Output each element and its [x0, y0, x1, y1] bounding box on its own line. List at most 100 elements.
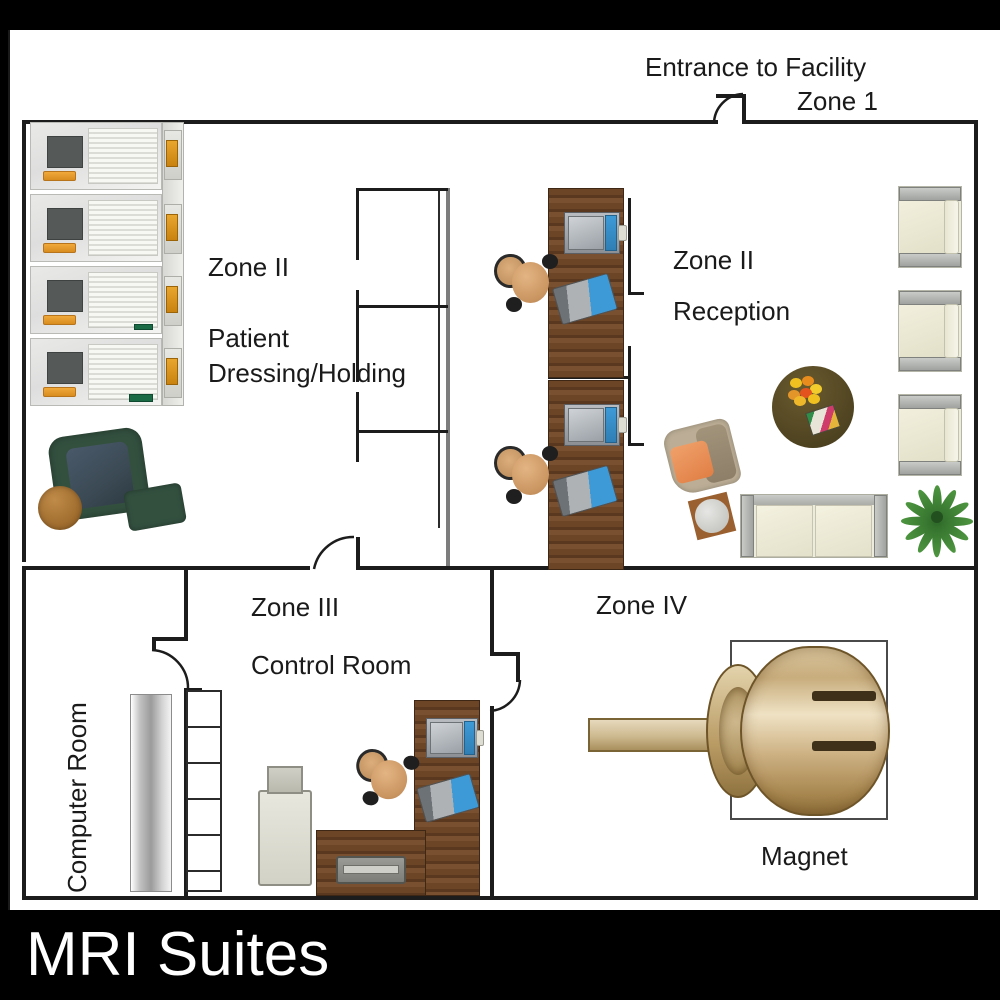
chair-frame-bottom — [899, 252, 961, 267]
bed-stool — [42, 242, 77, 254]
person-arm — [541, 446, 558, 461]
wall-computer-room-jamb-top — [152, 637, 188, 641]
patient-bed-icon — [30, 122, 162, 190]
wall-left-outer-lower — [22, 566, 26, 900]
wall-top-right — [742, 120, 978, 124]
wall-cubicle-divider-3 — [356, 392, 359, 462]
reception-workstation-2 — [486, 380, 636, 570]
sofa-backrest — [754, 495, 874, 505]
door-swing-magnet — [488, 678, 524, 714]
patient-bed-icon — [30, 266, 162, 334]
flower-petal — [788, 390, 800, 401]
monitor-stand — [617, 417, 627, 433]
label-entrance-to-facility: Entrance to Facility — [645, 52, 867, 82]
flower-petal — [808, 394, 820, 405]
label-computer-room: Computer Room — [62, 702, 92, 893]
locker-shelf — [164, 348, 182, 398]
rack-shelf — [188, 834, 220, 836]
wall-reception-alcove-top-tab — [628, 292, 644, 295]
title-bar: MRI Suites — [0, 910, 1000, 1000]
bed-stool — [42, 386, 77, 398]
flower-petal — [794, 396, 806, 407]
sofa-seat-cushion — [755, 504, 813, 557]
sofa-seat-cushion — [815, 504, 873, 557]
label-zone-2-reception: Zone II — [673, 245, 754, 275]
flower-petal — [790, 378, 802, 389]
wall-reception-alcove-bottom — [628, 346, 631, 446]
monitor-icon — [426, 718, 484, 758]
control-room-workstation — [316, 700, 496, 900]
equipment-rack-icon — [186, 690, 222, 892]
chair-backrest — [944, 407, 960, 463]
wall-zone3-door-jamb — [356, 537, 360, 570]
cubicle-side-column — [162, 122, 184, 406]
waiting-chair-icon — [898, 290, 962, 372]
person-arm — [506, 489, 523, 504]
rack-shelf — [188, 762, 220, 764]
patient-bed-icon — [30, 338, 162, 406]
chair-cushion — [900, 409, 945, 461]
door-swing-zone3 — [312, 535, 358, 571]
label-patient-dressing-line2: Dressing/Holding — [208, 358, 406, 388]
flower-petal — [802, 376, 814, 387]
wall-reception-alcove-bottom-tab — [628, 443, 644, 446]
door-swing-computer-room — [150, 648, 192, 692]
locker-amber — [165, 139, 179, 168]
label-zone-1: Zone 1 — [797, 86, 878, 116]
palm-center — [930, 510, 944, 524]
waiting-chair-icon — [898, 394, 962, 476]
printer-tray — [343, 865, 399, 874]
locker-amber — [165, 285, 179, 314]
palm-leaf — [937, 517, 973, 526]
patient-dressing-cubicle-group — [26, 118, 186, 408]
monitor-stand — [617, 225, 627, 241]
wall-control-magnet-lower — [490, 706, 494, 900]
monitor-stand — [476, 730, 484, 746]
wall-mid-horizontal-right — [358, 566, 978, 570]
monitor-screen — [568, 216, 604, 250]
wall-control-magnet-upper — [490, 566, 494, 656]
label-zone-2-dressing: Zone II — [208, 252, 289, 282]
person-head — [511, 261, 549, 303]
wall-control-magnet-jamb — [490, 652, 520, 656]
magnet-stripe — [812, 691, 877, 702]
wall-dressing-reception-outer — [446, 188, 450, 566]
wall-computer-room-jamb-left — [152, 637, 156, 651]
chair-frame-top — [899, 291, 961, 306]
monitor-side-panel — [464, 721, 475, 755]
monitor-icon — [564, 404, 627, 446]
equipment-cabinet-icon — [258, 766, 312, 886]
label-control-room: Control Room — [251, 650, 412, 680]
wall-cubicle-partition-top — [356, 188, 448, 191]
coffee-table-icon — [772, 366, 854, 448]
cabinet-top-panel — [267, 766, 303, 794]
locker-amber — [165, 213, 179, 242]
sofa-arm-left — [741, 495, 755, 557]
bed-mattress — [88, 200, 159, 256]
chair-frame-top — [899, 187, 961, 202]
locker-amber — [165, 357, 179, 386]
bed-equipment-box — [128, 393, 154, 403]
chair-cushion — [900, 201, 945, 253]
bed-pillow — [46, 208, 83, 240]
chair-backrest — [944, 199, 960, 255]
rack-shelf — [188, 726, 220, 728]
chair-frame-bottom — [899, 460, 961, 475]
wall-mid-horizontal-left — [22, 566, 310, 570]
rack-shelf — [188, 870, 220, 872]
wall-bottom-outer — [22, 896, 978, 900]
sofa-icon — [740, 494, 888, 558]
rack-shelf — [188, 798, 220, 800]
monitor-screen — [568, 408, 604, 442]
chair-cushion — [900, 305, 945, 357]
staff-person-icon — [353, 743, 423, 816]
person-arm — [402, 754, 421, 772]
bed-mattress — [88, 344, 159, 400]
door-swing-entrance — [712, 92, 748, 126]
bed-pillow — [46, 136, 83, 168]
bed-stool — [42, 314, 77, 326]
chair-frame-bottom — [899, 356, 961, 371]
monitor-side-panel — [604, 215, 617, 251]
monitor-side-panel — [604, 407, 617, 443]
